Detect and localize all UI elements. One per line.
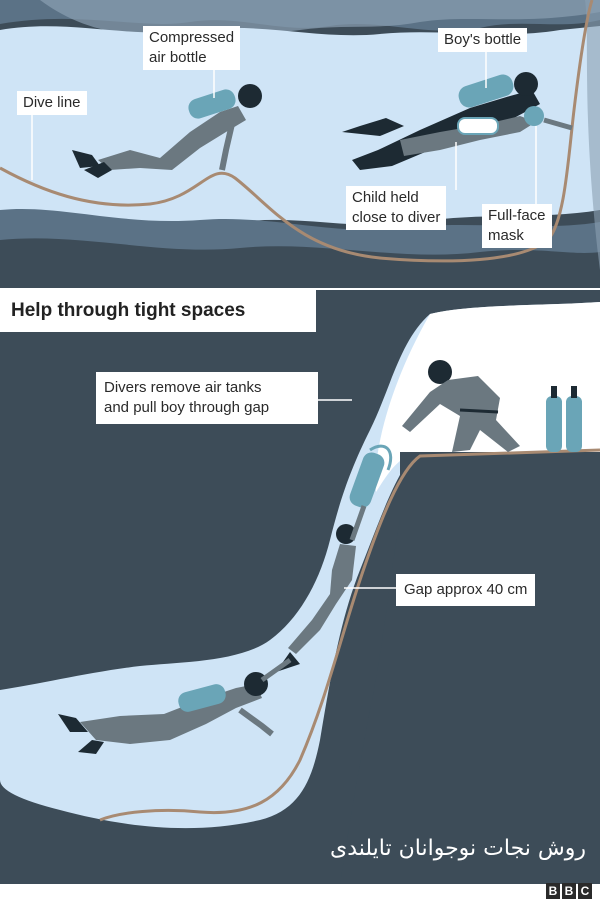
diver-below: [58, 657, 292, 754]
water-top: [0, 26, 600, 226]
dive-line-callout: Dive line: [17, 91, 87, 115]
compressed-air-bottle-callout: Compressed air bottle: [143, 26, 241, 70]
bbc-letter-b1: B: [546, 883, 560, 899]
diver-with-child: [342, 72, 573, 170]
bbc-logo: B B C: [546, 883, 592, 899]
bbc-letter-c: C: [578, 883, 592, 899]
persian-caption: روش نجات نوجوانان تایلندی: [329, 836, 586, 861]
dive-line-top: [0, 0, 594, 263]
diver-on-ledge: [402, 360, 520, 452]
air-tanks: [546, 386, 582, 452]
section-title: Help through tight spaces: [0, 290, 316, 332]
full-face-mask-callout: Full-face mask: [482, 204, 552, 248]
child-held-callout: Child held close to diver: [346, 186, 447, 230]
dive-line-bottom: [99, 448, 600, 822]
boys-bottle-callout: Boy's bottle: [438, 28, 528, 52]
diver-with-air-bottle: [72, 84, 262, 178]
rock-ledge: [340, 452, 600, 884]
bbc-letter-b2: B: [562, 883, 576, 899]
remove-tanks-callout: Divers remove air tanks and pull boy thr…: [96, 372, 318, 424]
gap-callout: Gap approx 40 cm: [396, 574, 536, 606]
